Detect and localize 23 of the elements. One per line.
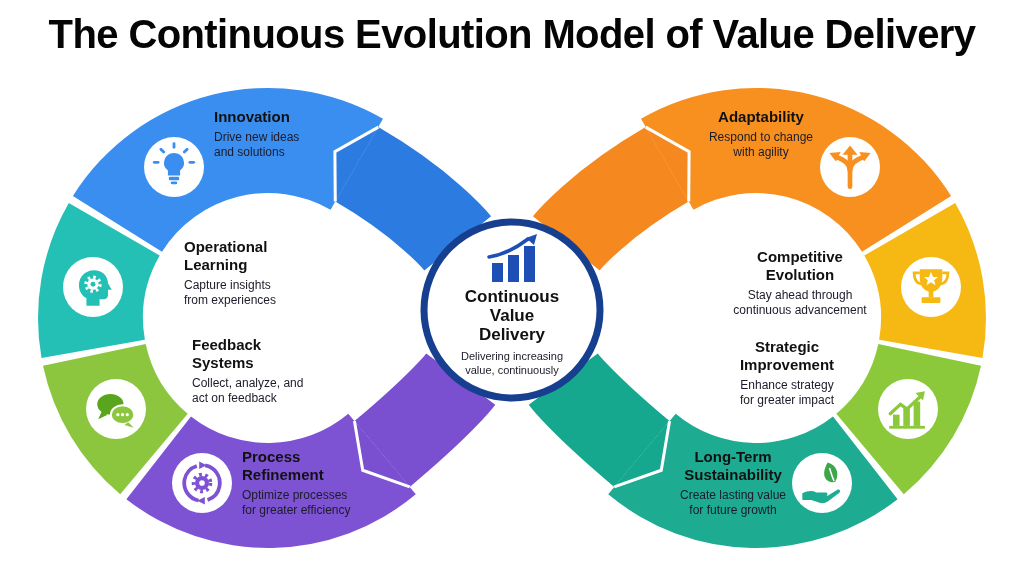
segment-description: Capture insights from experiences	[184, 278, 278, 308]
segment-description: Enhance strategy for greater impact	[739, 378, 835, 408]
ribbon-arrow	[533, 125, 691, 272]
segment-description: Optimize processes for greater efficiency	[242, 488, 352, 518]
segment-title: Feedback Systems	[192, 336, 263, 372]
segment-title: Innovation	[214, 108, 291, 126]
segment-title: Long-Term Sustainability	[683, 448, 783, 484]
segment-description: Create lasting value for future growth	[679, 488, 787, 518]
segment-title: Operational Learning	[184, 238, 269, 274]
hub-title: Continuous Value Delivery	[464, 287, 560, 344]
segment-title: Adaptability	[717, 108, 805, 126]
segment-description: Respond to change with agility	[708, 130, 814, 160]
segment-title: Process Refinement	[242, 448, 325, 484]
segment-title: Strategic Improvement	[739, 338, 835, 374]
hub-description: Delivering increasing value, continuously	[460, 349, 564, 377]
ribbon-arrow	[333, 125, 491, 272]
segment-title: Competitive Evolution	[756, 248, 844, 284]
segment-description: Stay ahead through continuous advancement	[732, 288, 868, 318]
ribbon-arrow	[529, 352, 672, 489]
ribbon-arrow	[352, 352, 495, 489]
segment-description: Collect, analyze, and act on feedback	[192, 376, 305, 406]
title: The Continuous Evolution Model of Value Delivery	[48, 11, 976, 58]
segment-description: Drive new ideas and solutions	[214, 130, 301, 160]
